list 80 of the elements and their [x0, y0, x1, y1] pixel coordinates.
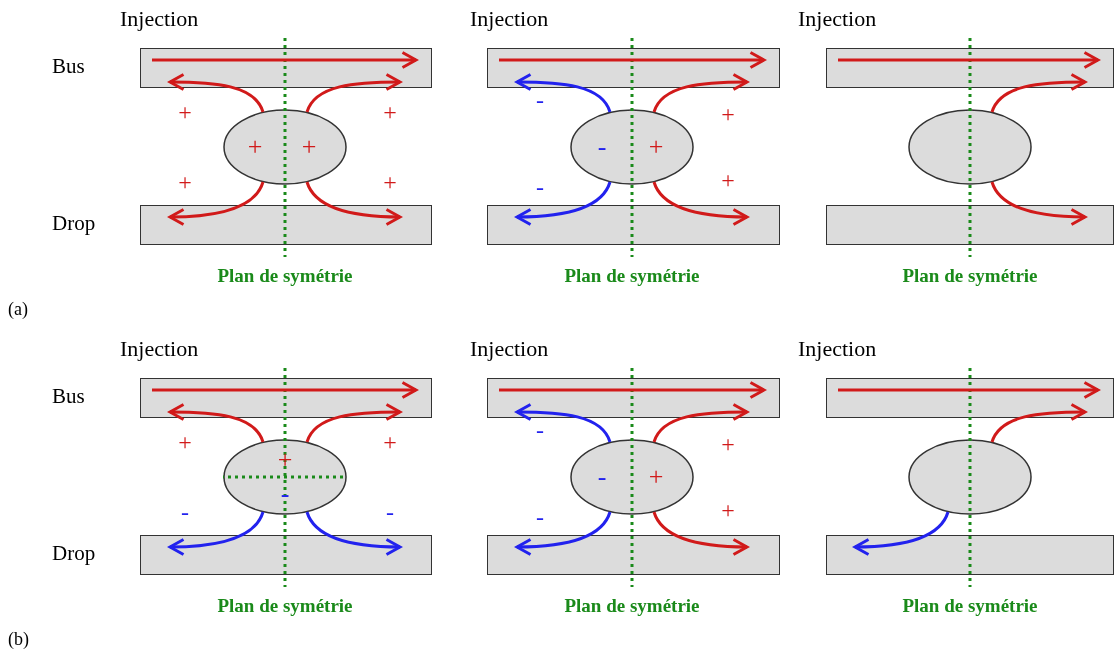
- charge-sign: +: [721, 432, 735, 456]
- curved-arrow: [305, 403, 402, 443]
- waveguide-label: Bus: [52, 56, 85, 77]
- charge-sign: -: [536, 505, 544, 529]
- charge-sign: +: [247, 134, 263, 160]
- panel-label: (a): [8, 300, 28, 318]
- ring-resonator: [570, 109, 694, 185]
- waveguide-bar: [487, 535, 780, 575]
- charge-sign: +: [721, 102, 735, 126]
- charge-sign: -: [597, 134, 607, 160]
- curved-arrow: [305, 181, 402, 226]
- waveguide-bar: [487, 205, 780, 245]
- curved-arrow: [515, 73, 612, 113]
- charge-sign: -: [536, 418, 544, 442]
- charge-sign: -: [181, 500, 189, 524]
- charge-sign: +: [383, 170, 397, 194]
- injection-label: Injection: [120, 8, 199, 30]
- injection-label: Injection: [470, 8, 549, 30]
- curved-arrow: [652, 403, 749, 443]
- waveguide-bar: [140, 535, 432, 575]
- injection-label: Injection: [798, 338, 877, 360]
- curved-arrow: [853, 511, 950, 556]
- curved-arrow: [652, 181, 749, 226]
- charge-sign: +: [383, 430, 397, 454]
- charge-sign: -: [536, 88, 544, 112]
- ring-resonator: [223, 109, 347, 185]
- charge-sign: +: [277, 447, 293, 473]
- symmetry-plane-label: Plan de symétrie: [902, 265, 1038, 285]
- charge-sign: -: [597, 464, 607, 490]
- symmetry-plane-label: Plan de symétrie: [217, 595, 353, 615]
- charge-sign: -: [280, 481, 290, 507]
- waveguide-bar: [826, 535, 1114, 575]
- waveguide-bar: [140, 205, 432, 245]
- ring-resonator: [908, 109, 1032, 185]
- ring-resonator: [223, 439, 347, 515]
- ring-resonator: [908, 439, 1032, 515]
- waveguide-label: Bus: [52, 386, 85, 407]
- curved-arrow: [652, 511, 749, 556]
- injection-label: Injection: [120, 338, 199, 360]
- charge-sign: +: [721, 498, 735, 522]
- charge-sign: +: [178, 100, 192, 124]
- injection-label: Injection: [798, 8, 877, 30]
- waveguide-bar: [140, 48, 432, 88]
- curved-arrow: [515, 403, 612, 443]
- curved-arrow: [305, 511, 402, 556]
- charge-sign: +: [648, 134, 664, 160]
- charge-sign: +: [178, 430, 192, 454]
- curved-arrow: [168, 181, 265, 226]
- waveguide-label: Drop: [52, 213, 96, 234]
- waveguide-bar: [826, 378, 1114, 418]
- symmetry-plane-label: Plan de symétrie: [564, 265, 700, 285]
- curved-arrow: [168, 511, 265, 556]
- charge-sign: +: [721, 168, 735, 192]
- curved-arrow: [990, 403, 1087, 443]
- waveguide-bar: [140, 378, 432, 418]
- waveguide-bar: [826, 48, 1114, 88]
- curved-arrow: [515, 181, 612, 226]
- curved-arrow: [990, 181, 1087, 226]
- waveguide-bar: [487, 378, 780, 418]
- curved-arrow: [515, 511, 612, 556]
- ring-resonator: [570, 439, 694, 515]
- curved-arrow: [652, 73, 749, 113]
- panel-label: (b): [8, 630, 29, 648]
- waveguide-bar: [487, 48, 780, 88]
- curved-arrow: [990, 73, 1087, 113]
- charge-sign: +: [648, 464, 664, 490]
- charge-sign: +: [178, 170, 192, 194]
- charge-sign: -: [386, 500, 394, 524]
- charge-sign: +: [301, 134, 317, 160]
- charge-sign: -: [536, 175, 544, 199]
- charge-sign: +: [383, 100, 397, 124]
- waveguide-bar: [826, 205, 1114, 245]
- symmetry-plane-label: Plan de symétrie: [902, 595, 1038, 615]
- symmetry-plane-label: Plan de symétrie: [217, 265, 353, 285]
- injection-label: Injection: [470, 338, 549, 360]
- symmetry-plane-label: Plan de symétrie: [564, 595, 700, 615]
- curved-arrow: [168, 403, 265, 443]
- curved-arrow: [305, 73, 402, 113]
- waveguide-label: Drop: [52, 543, 96, 564]
- curved-arrow: [168, 73, 265, 113]
